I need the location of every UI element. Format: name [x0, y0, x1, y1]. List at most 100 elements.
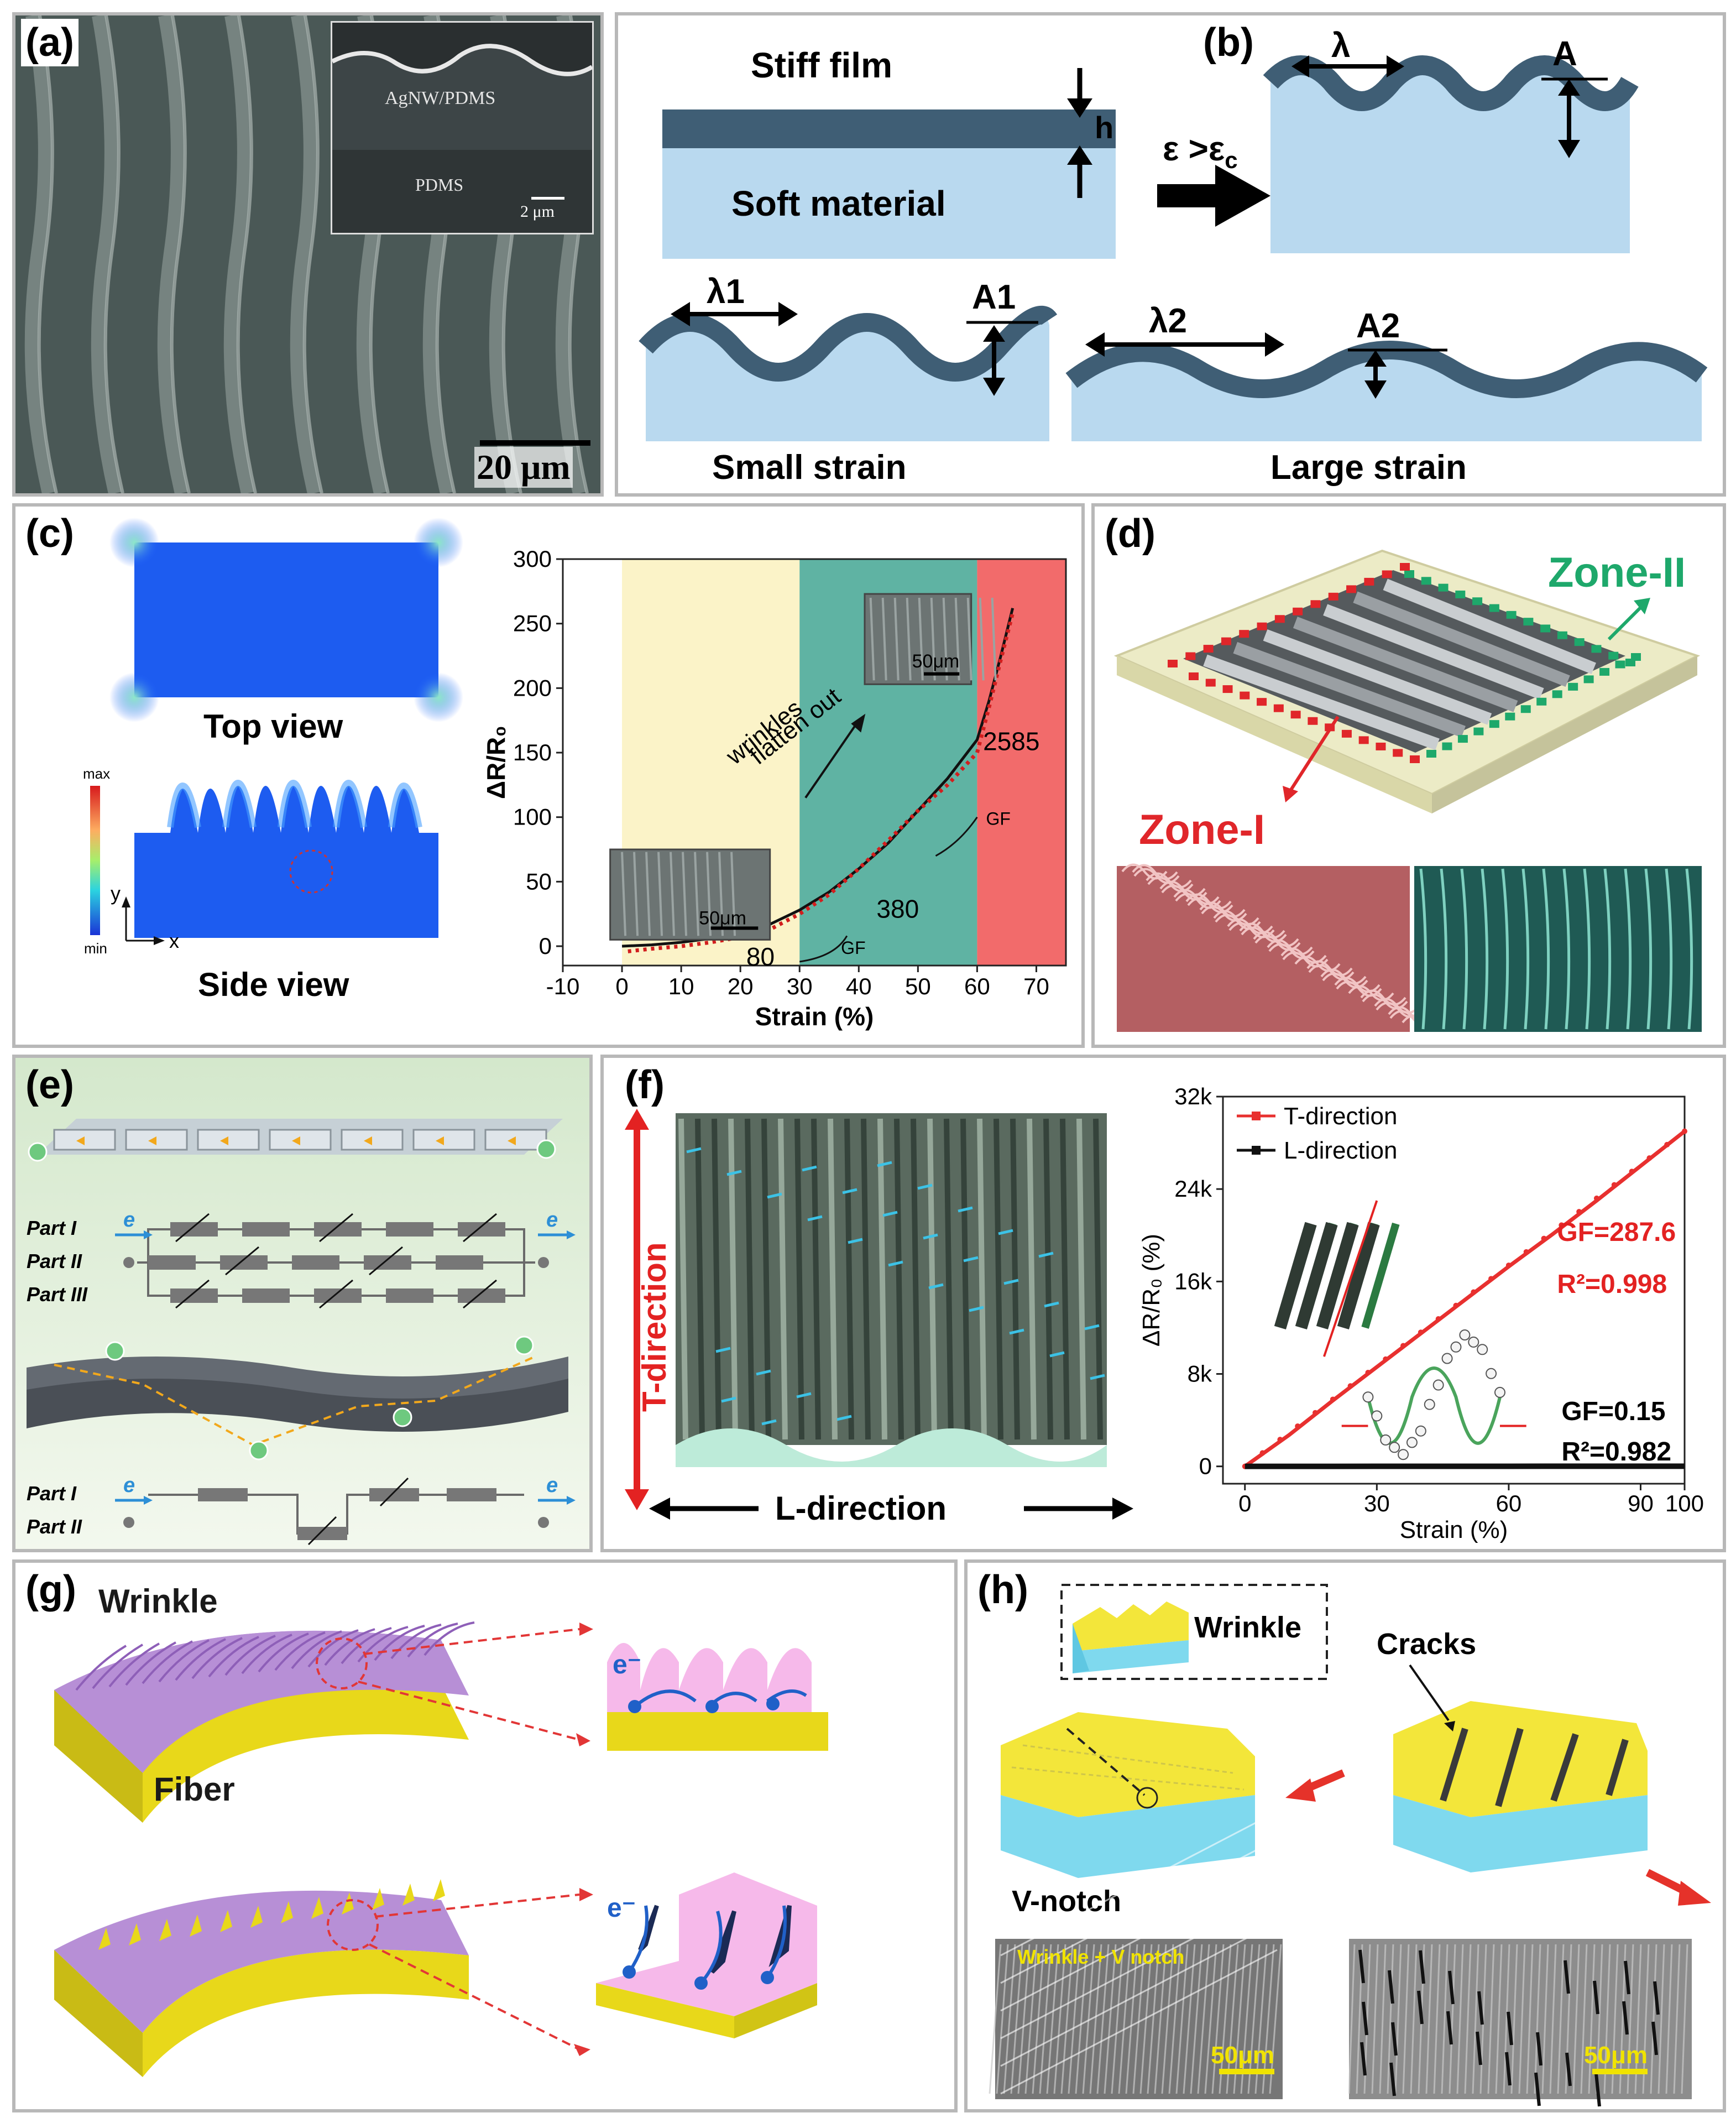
- label-cracks: Cracks: [1377, 1627, 1476, 1661]
- chart-c-region-2: [977, 559, 1066, 966]
- chart-f-r2-t: R²=0.998: [1557, 1270, 1667, 1299]
- part-3-label: Part III: [27, 1283, 88, 1306]
- wrinkle-mechanism-diagram: Stiff film Soft material h ε >εc λ A λ1 …: [639, 27, 1708, 487]
- chart-f-t-point: [1400, 1343, 1406, 1349]
- chart-f-r2-l: R²=0.982: [1561, 1437, 1671, 1467]
- chart-c-gf-380: 380: [876, 895, 919, 924]
- electron-label-top: e⁻: [613, 1650, 641, 1679]
- electron-label-4: e: [546, 1474, 558, 1497]
- chart-c-annotation-arrow: [804, 719, 860, 799]
- panel-f-label: (f): [625, 1063, 665, 1107]
- chart-f-t-point: [1541, 1235, 1547, 1241]
- chart-c-xtick-label: 20: [728, 973, 754, 999]
- chart-c-xlabel: Strain (%): [755, 1002, 874, 1031]
- chart-c-ytick-label: 150: [513, 739, 552, 765]
- wrinkle-zoom: [607, 1643, 812, 1712]
- label-wrinkle: Wrinkle: [98, 1583, 218, 1620]
- axis-x-label: x: [169, 930, 179, 952]
- label-vnotch: V-notch: [1012, 1885, 1121, 1918]
- colorbar: [90, 786, 100, 935]
- chart-c-gf-label-1: GF: [841, 938, 865, 958]
- chart-f-t-point: [1682, 1128, 1687, 1134]
- top-view-map: [134, 542, 438, 697]
- chart-c-xtick-label: 60: [964, 973, 990, 999]
- chart-f-xtick-label: 60: [1496, 1490, 1522, 1516]
- inset-scale-bar: [531, 197, 564, 200]
- chart-f-t-point: [1471, 1289, 1477, 1295]
- chart-f-t-point: [1576, 1209, 1582, 1215]
- conduction-path-diagram: e e Part I Part II Part III e e Part I P…: [15, 1058, 589, 1549]
- part-2-label: Part II: [27, 1250, 82, 1272]
- side-view-map: [134, 786, 438, 938]
- panel-g: e⁻ e⁻ Wrinkle Fiber (g): [12, 1559, 958, 2112]
- label-zone-1: Zone-I: [1139, 806, 1265, 853]
- chart-f-legend-label-0: T-direction: [1284, 1103, 1397, 1130]
- soft-material-layer: [662, 148, 1116, 259]
- colorbar-max-label: max: [83, 765, 110, 782]
- chart-f-legend-label-1: L-direction: [1284, 1137, 1397, 1164]
- panel-c: max min y x Top view Side view -10 0 10 20 3…: [12, 503, 1085, 1048]
- chart-c-xtick-label: 10: [668, 973, 694, 999]
- fem-simulation: max min y x Top view Side view: [83, 518, 463, 1003]
- chart-f-frame: [1222, 1095, 1686, 1485]
- chart-f-t-point: [1453, 1302, 1459, 1308]
- cross-section-inset: AgNW/PDMS PDMS 2 μm: [331, 21, 594, 234]
- chart-c-ytick-label: 200: [513, 675, 552, 701]
- label-wrinkle: Wrinkle: [1194, 1611, 1301, 1644]
- label-small-strain: Small strain: [712, 448, 906, 487]
- label-fiber: Fiber: [154, 1771, 235, 1808]
- chart-f-ytick-label: 0: [1199, 1453, 1212, 1479]
- chart-f-inset-fiber: [1295, 1222, 1338, 1330]
- chart-f-ylabel: ΔR/R₀ (%): [1138, 1234, 1165, 1347]
- inset-scale-label: 2 μm: [520, 202, 555, 221]
- chart-f-t-point: [1277, 1437, 1283, 1443]
- chart-c-gf-2585: 2585: [983, 727, 1039, 755]
- chart-f-t-point: [1313, 1410, 1318, 1416]
- chart-c-ytick-label: 250: [513, 611, 552, 637]
- chart-c-inset-2-scale-label: 50μm: [912, 651, 960, 672]
- chart-c-xtick-label: 70: [1023, 973, 1049, 999]
- panel-a: (a) AgNW/PDMS PDMS 2 μm 20 μm: [12, 12, 604, 497]
- panel-d-label: (d): [1100, 510, 1160, 557]
- chart-c-xtick-label: 30: [787, 973, 813, 999]
- chart-c-gf-80: 80: [746, 942, 775, 971]
- sem-caption: Wrinkle + V notch: [1017, 1945, 1184, 1968]
- chart-f-xtick-label: 90: [1628, 1490, 1654, 1516]
- chart-f-t-point: [1418, 1329, 1424, 1336]
- chart-f-ytick-label: 8k: [1188, 1360, 1212, 1386]
- chart-f-ytick-label: 24k: [1174, 1176, 1212, 1202]
- inset-label-agnw: AgNW/PDMS: [385, 88, 496, 108]
- chart-f-t-point: [1559, 1222, 1565, 1228]
- panel-b-label: (b): [1199, 19, 1258, 66]
- chart-c-ytick-label: 100: [513, 804, 552, 830]
- label-lambda2: λ2: [1149, 302, 1187, 340]
- chart-f-t-point: [1611, 1182, 1617, 1188]
- chart-c-inset-1-scale-label: 50μm: [699, 907, 746, 928]
- chart-f-t-point: [1593, 1195, 1599, 1201]
- chart-f-t-point: [1523, 1249, 1529, 1255]
- fiber-network-illustration: T-direction L-direction: [625, 1109, 1133, 1527]
- chart-f-inset-fiber: [1337, 1222, 1380, 1330]
- sem-zone-2: [1414, 866, 1702, 1032]
- chart-f-inset-arrow-1: [1323, 1200, 1378, 1357]
- part-1-label-2: Part I: [27, 1482, 77, 1505]
- panel-h-label: (h): [973, 1566, 1033, 1614]
- chart-c-xtick-label: -10: [546, 973, 580, 999]
- chart-c-ytick-label: 0: [539, 933, 552, 959]
- scale-label-2: 50μm: [1584, 2042, 1648, 2069]
- chart-f-t-point: [1365, 1369, 1371, 1375]
- label-amplitude: A: [1552, 35, 1577, 73]
- chart-f-xtick-label: 100: [1665, 1490, 1704, 1516]
- chart-f-xlabel: Strain (%): [1400, 1516, 1508, 1543]
- label-soft-material: Soft material: [731, 184, 946, 223]
- chart-f-t-point: [1646, 1155, 1653, 1161]
- chart-f-xtick-label: 30: [1364, 1490, 1390, 1516]
- fiber-wrinkle-crack-diagram: e⁻ e⁻ Wrinkle Fiber: [54, 1583, 828, 2077]
- electron-label-bottom: e⁻: [607, 1893, 636, 1923]
- chart-c-gf-label-2: GF: [986, 809, 1010, 829]
- panel-a-label: (a): [21, 19, 79, 66]
- label-zone-2: Zone-II: [1548, 549, 1686, 596]
- chart-f-legend-marker-1: [1252, 1146, 1261, 1155]
